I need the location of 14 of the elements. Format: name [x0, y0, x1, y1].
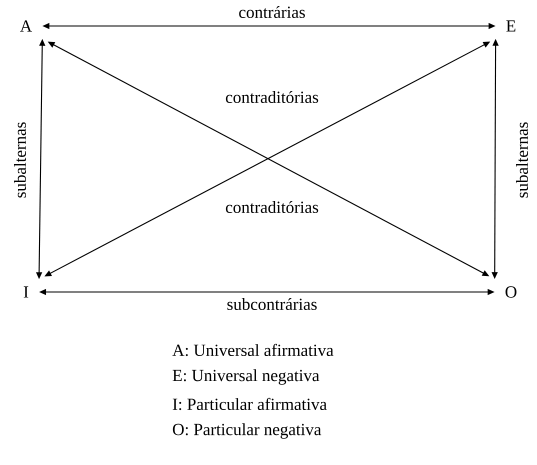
edge-label: contrárias — [239, 6, 305, 18]
key-text: I: Particular afirmativa — [172, 398, 327, 410]
vertex-letter: I — [24, 286, 28, 298]
edge-label: subalternas — [14, 122, 26, 198]
key-text: E: Universal negativa — [172, 369, 320, 385]
vertex-letter: O — [506, 286, 516, 298]
key-text: A: Universal afirmativa — [172, 344, 334, 356]
vertex-letter: A — [20, 20, 32, 32]
edge-label: contraditórias — [226, 201, 318, 213]
edge-label: contraditórias — [226, 91, 318, 103]
vertex-letter: E — [506, 20, 516, 32]
edge-label: subcontrárias — [227, 298, 317, 310]
edge-label: subalternas — [516, 122, 528, 198]
key-text: O: Particular negativa — [172, 423, 322, 439]
